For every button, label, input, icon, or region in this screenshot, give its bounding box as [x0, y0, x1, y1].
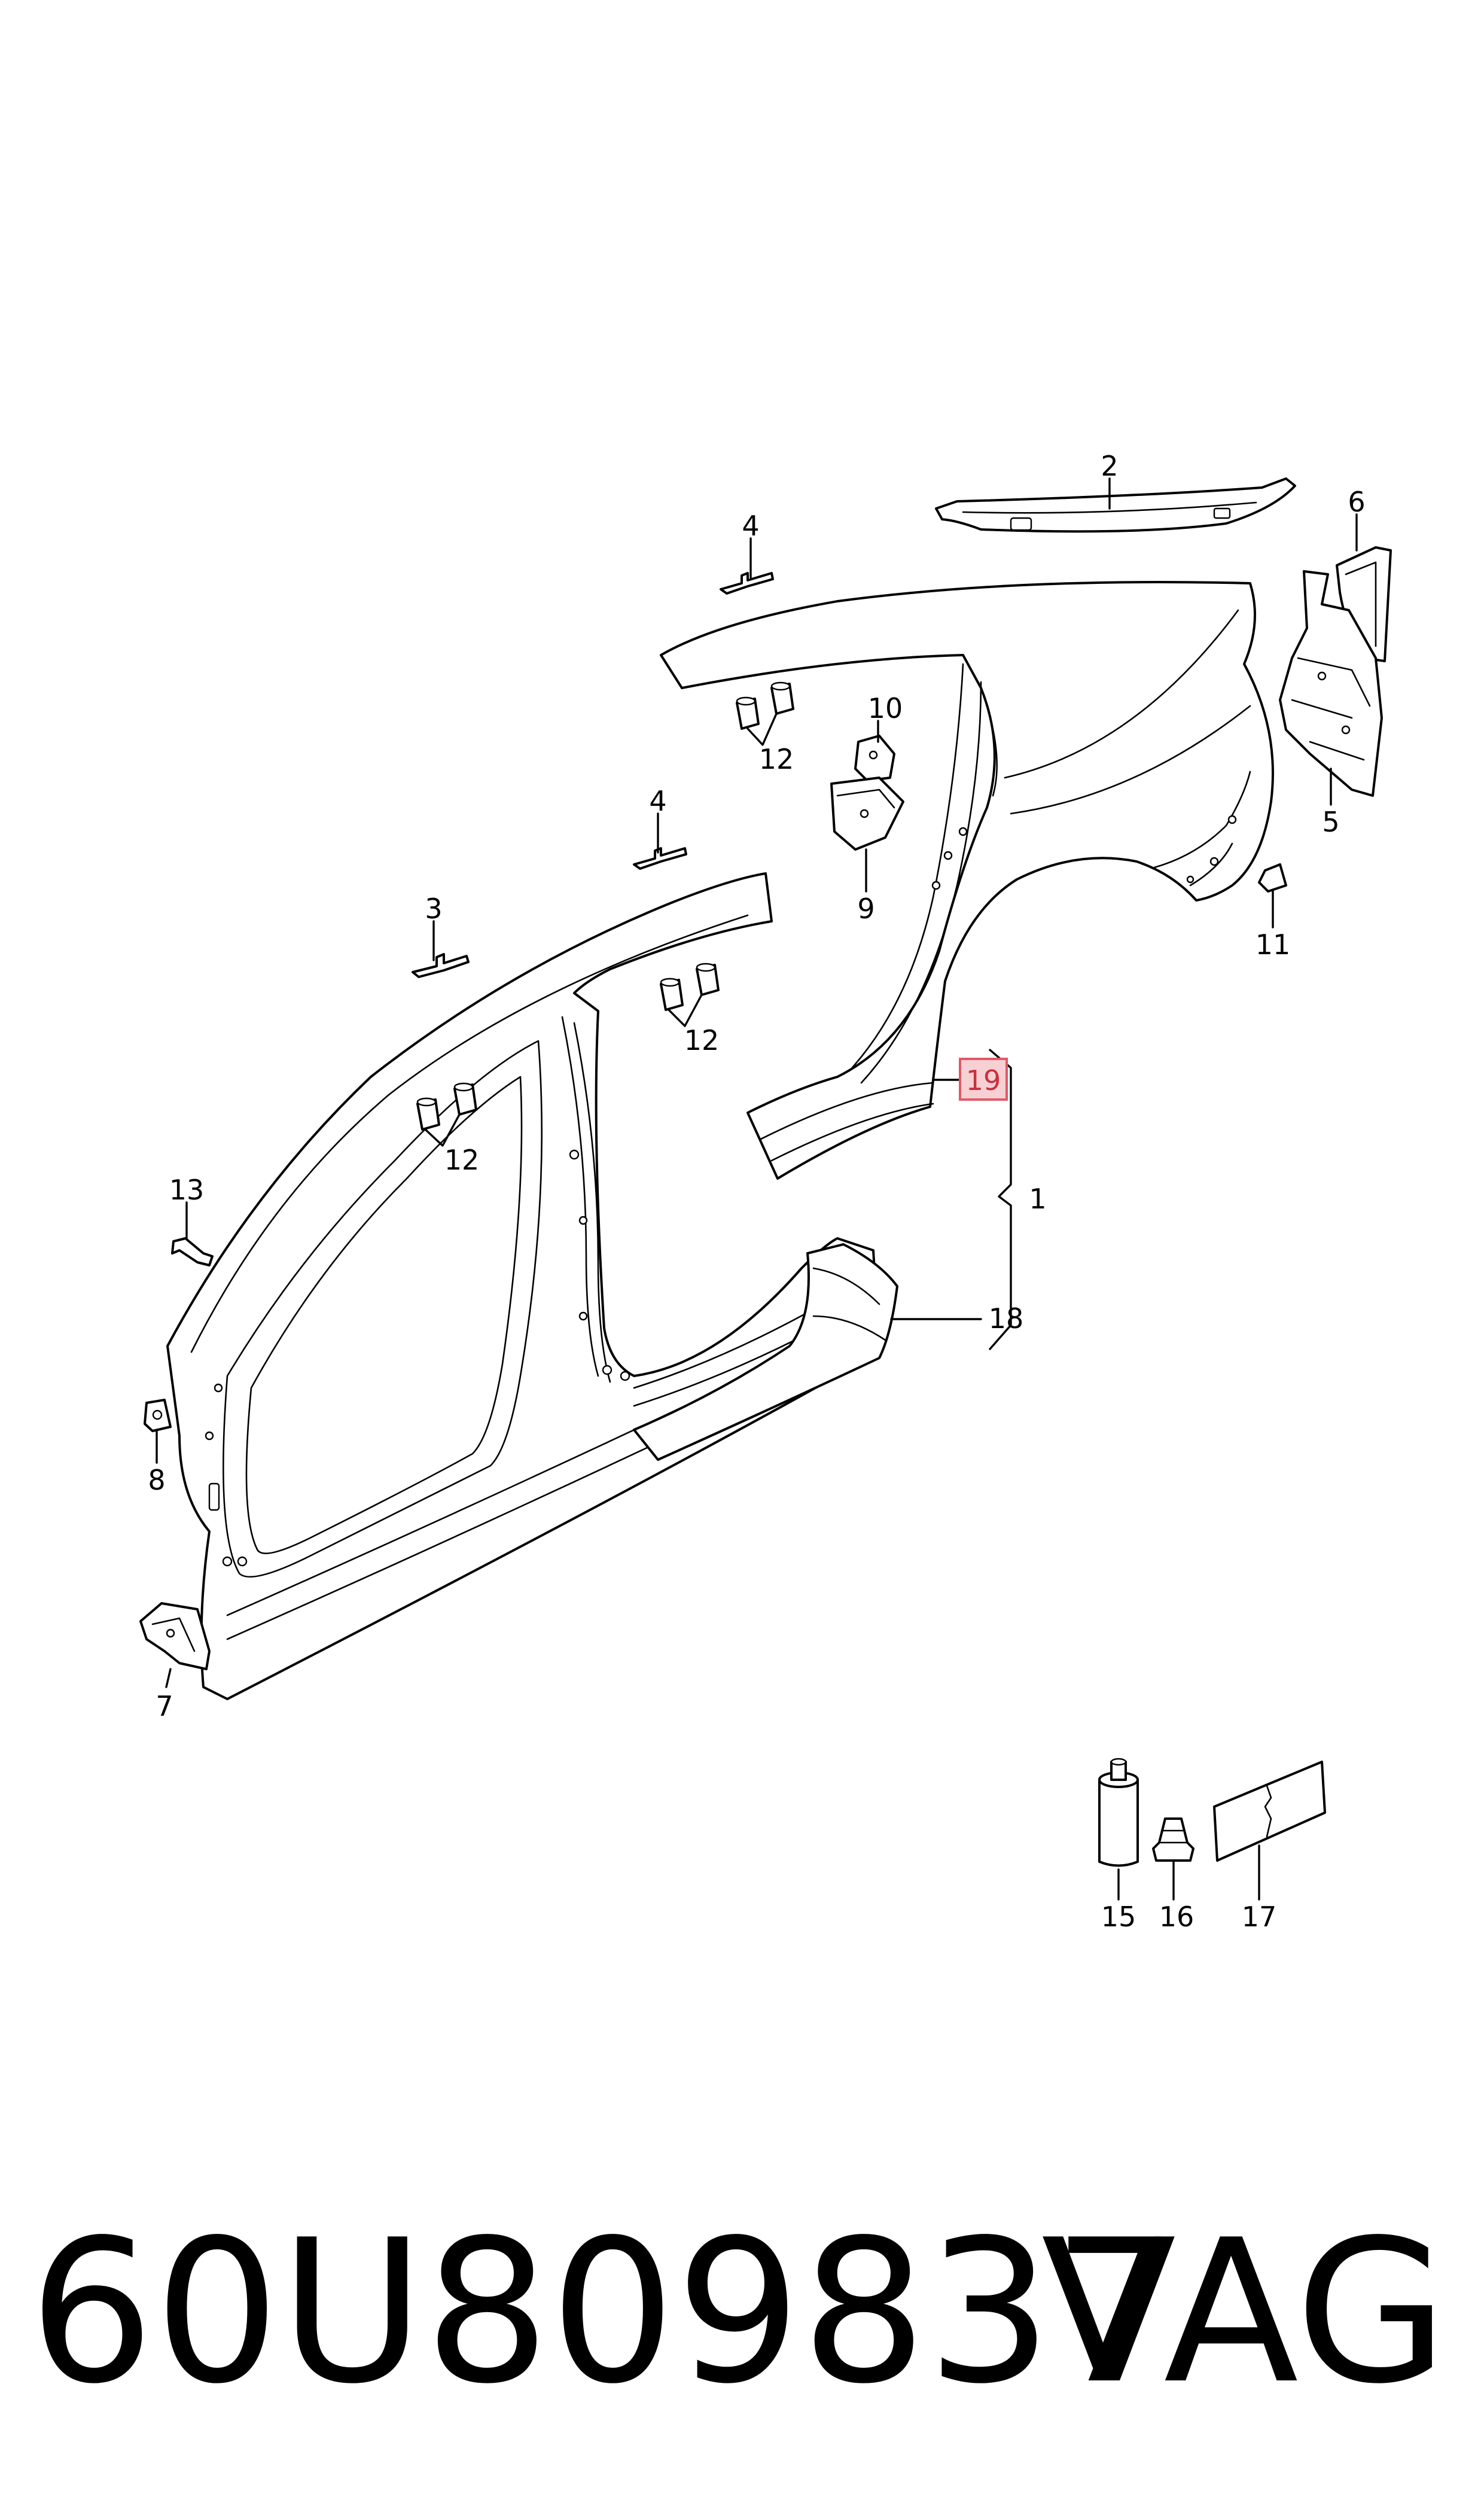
highlight-box-19: [959, 1058, 1008, 1101]
plug-pair-12-middle: [660, 963, 720, 1011]
callout-3: 3: [425, 893, 442, 925]
bracket-7: [139, 1602, 211, 1670]
brand-name: VAG: [1041, 2197, 1448, 2427]
nozzle-16: [1152, 1817, 1194, 1862]
trim-strip-3: [412, 953, 470, 978]
callout-17: 17: [1242, 1901, 1277, 1933]
callout-6: 6: [1348, 486, 1365, 518]
callout-5: 5: [1322, 806, 1339, 838]
bracket-8: [144, 1399, 172, 1432]
callout-12-lower: 12: [444, 1144, 480, 1176]
callout-8: 8: [148, 1464, 165, 1496]
clip-13: [171, 1237, 214, 1266]
bracket-9: [830, 777, 904, 851]
callout-15: 15: [1101, 1901, 1136, 1933]
callout-2: 2: [1101, 450, 1118, 482]
rear-inner-panel: [1279, 570, 1383, 797]
callout-12-upper: 12: [759, 743, 794, 775]
callout-16: 16: [1159, 1901, 1194, 1933]
callout-10: 10: [868, 692, 903, 724]
part-number: 60U809837: [29, 2197, 1178, 2427]
callout-7: 7: [156, 1690, 173, 1722]
plug-pair-12-lower: [416, 1082, 477, 1131]
rear-upper-bracket: [1336, 546, 1392, 662]
callout-9: 9: [857, 893, 874, 925]
sealing-tape-17: [1213, 1761, 1326, 1862]
callout-18: 18: [989, 1302, 1024, 1335]
front-side-panel: [166, 872, 880, 1700]
callout-numbers: 2 4 4 3 6 5 10 9 11 12 12 12 13 8 7 1 18…: [148, 450, 1365, 1933]
callout-4-upper: 4: [742, 510, 759, 542]
callout-4-lower: 4: [649, 785, 666, 817]
callout-12-middle: 12: [684, 1024, 720, 1056]
callout-11: 11: [1256, 928, 1291, 961]
trim-strip-4-upper: [720, 572, 774, 595]
adhesive-cartridge-15: [1098, 1758, 1139, 1867]
rear-quarter-panel: [660, 581, 1274, 1180]
callout-13: 13: [169, 1174, 205, 1206]
bracket-10: [854, 735, 895, 782]
sill-rocker: [633, 1243, 898, 1461]
clip-11: [1258, 863, 1287, 893]
callout-19: 19: [966, 1064, 1001, 1097]
leader-lines: [156, 477, 1358, 1901]
callout-1: 1: [1029, 1183, 1046, 1215]
trim-strip-4-lower: [633, 847, 687, 870]
roof-rail-strip: [935, 477, 1296, 533]
plug-pair-12-upper: [736, 681, 794, 730]
